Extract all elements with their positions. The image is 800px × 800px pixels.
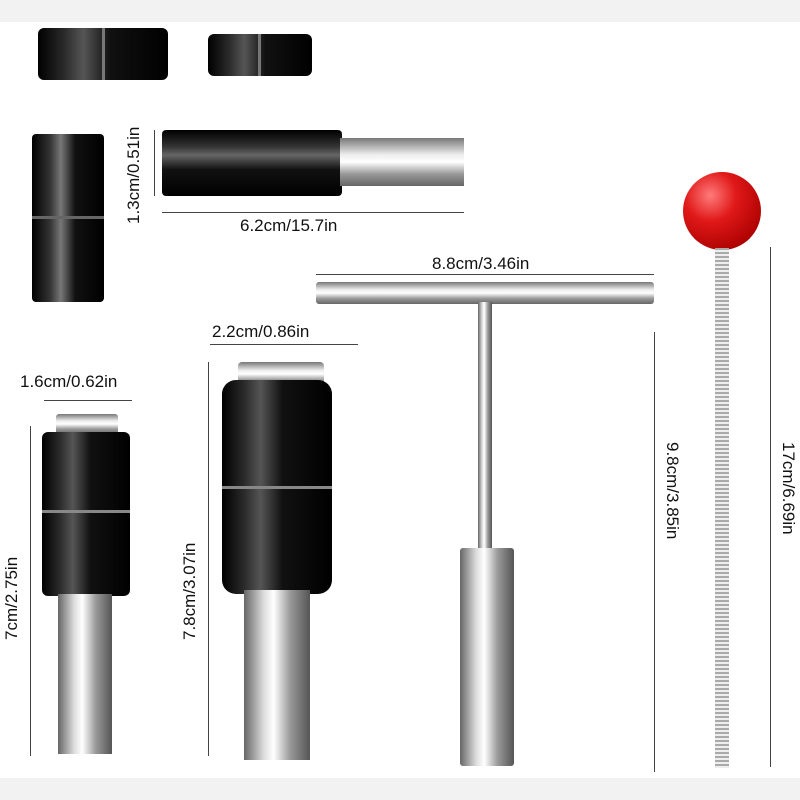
dim-line <box>30 426 31 756</box>
divider <box>102 28 105 80</box>
dim-line <box>316 274 654 275</box>
label-small-magnet-height: 1.3cm/0.51in <box>124 126 143 224</box>
t-handle-bar <box>316 282 654 304</box>
label-large-tool-length: 7.8cm/3.07in <box>180 542 199 640</box>
label-t-handle-width: 8.8cm/3.46in <box>432 254 530 273</box>
dim-line <box>44 400 132 401</box>
label-rod-length: 17cm/6.69in <box>779 442 798 535</box>
dim-line <box>770 247 771 767</box>
hex-shaft <box>340 138 464 186</box>
label-long-tool-length: 6.2cm/15.7in <box>240 216 338 235</box>
small-tool-body <box>42 432 130 596</box>
product-image: 1.3cm/0.51in 6.2cm/15.7in 8.8cm/3.46in 9… <box>0 22 800 778</box>
red-ball-knob <box>683 172 761 250</box>
t-handle-socket <box>460 548 514 766</box>
label-small-tool-length: 7cm/2.75in <box>2 556 21 640</box>
threaded-rod <box>715 248 729 768</box>
divider <box>32 216 104 219</box>
label-small-tool-diameter: 1.6cm/0.62in <box>20 372 118 391</box>
small-tool-hex <box>58 594 112 754</box>
small-tool-cap <box>56 414 118 434</box>
dim-line <box>654 332 655 772</box>
divider <box>222 486 332 489</box>
divider <box>258 34 261 76</box>
dim-line <box>208 362 209 756</box>
divider <box>42 510 130 513</box>
t-handle-shaft <box>478 302 492 552</box>
large-tool-hex <box>244 590 310 760</box>
dim-line <box>210 344 358 345</box>
dim-line <box>162 212 464 213</box>
label-large-tool-diameter: 2.2cm/0.86in <box>212 322 310 341</box>
horizontal-magnet-tool <box>162 130 342 196</box>
label-t-handle-length: 9.8cm/3.85in <box>663 442 682 540</box>
dim-line <box>154 130 155 196</box>
